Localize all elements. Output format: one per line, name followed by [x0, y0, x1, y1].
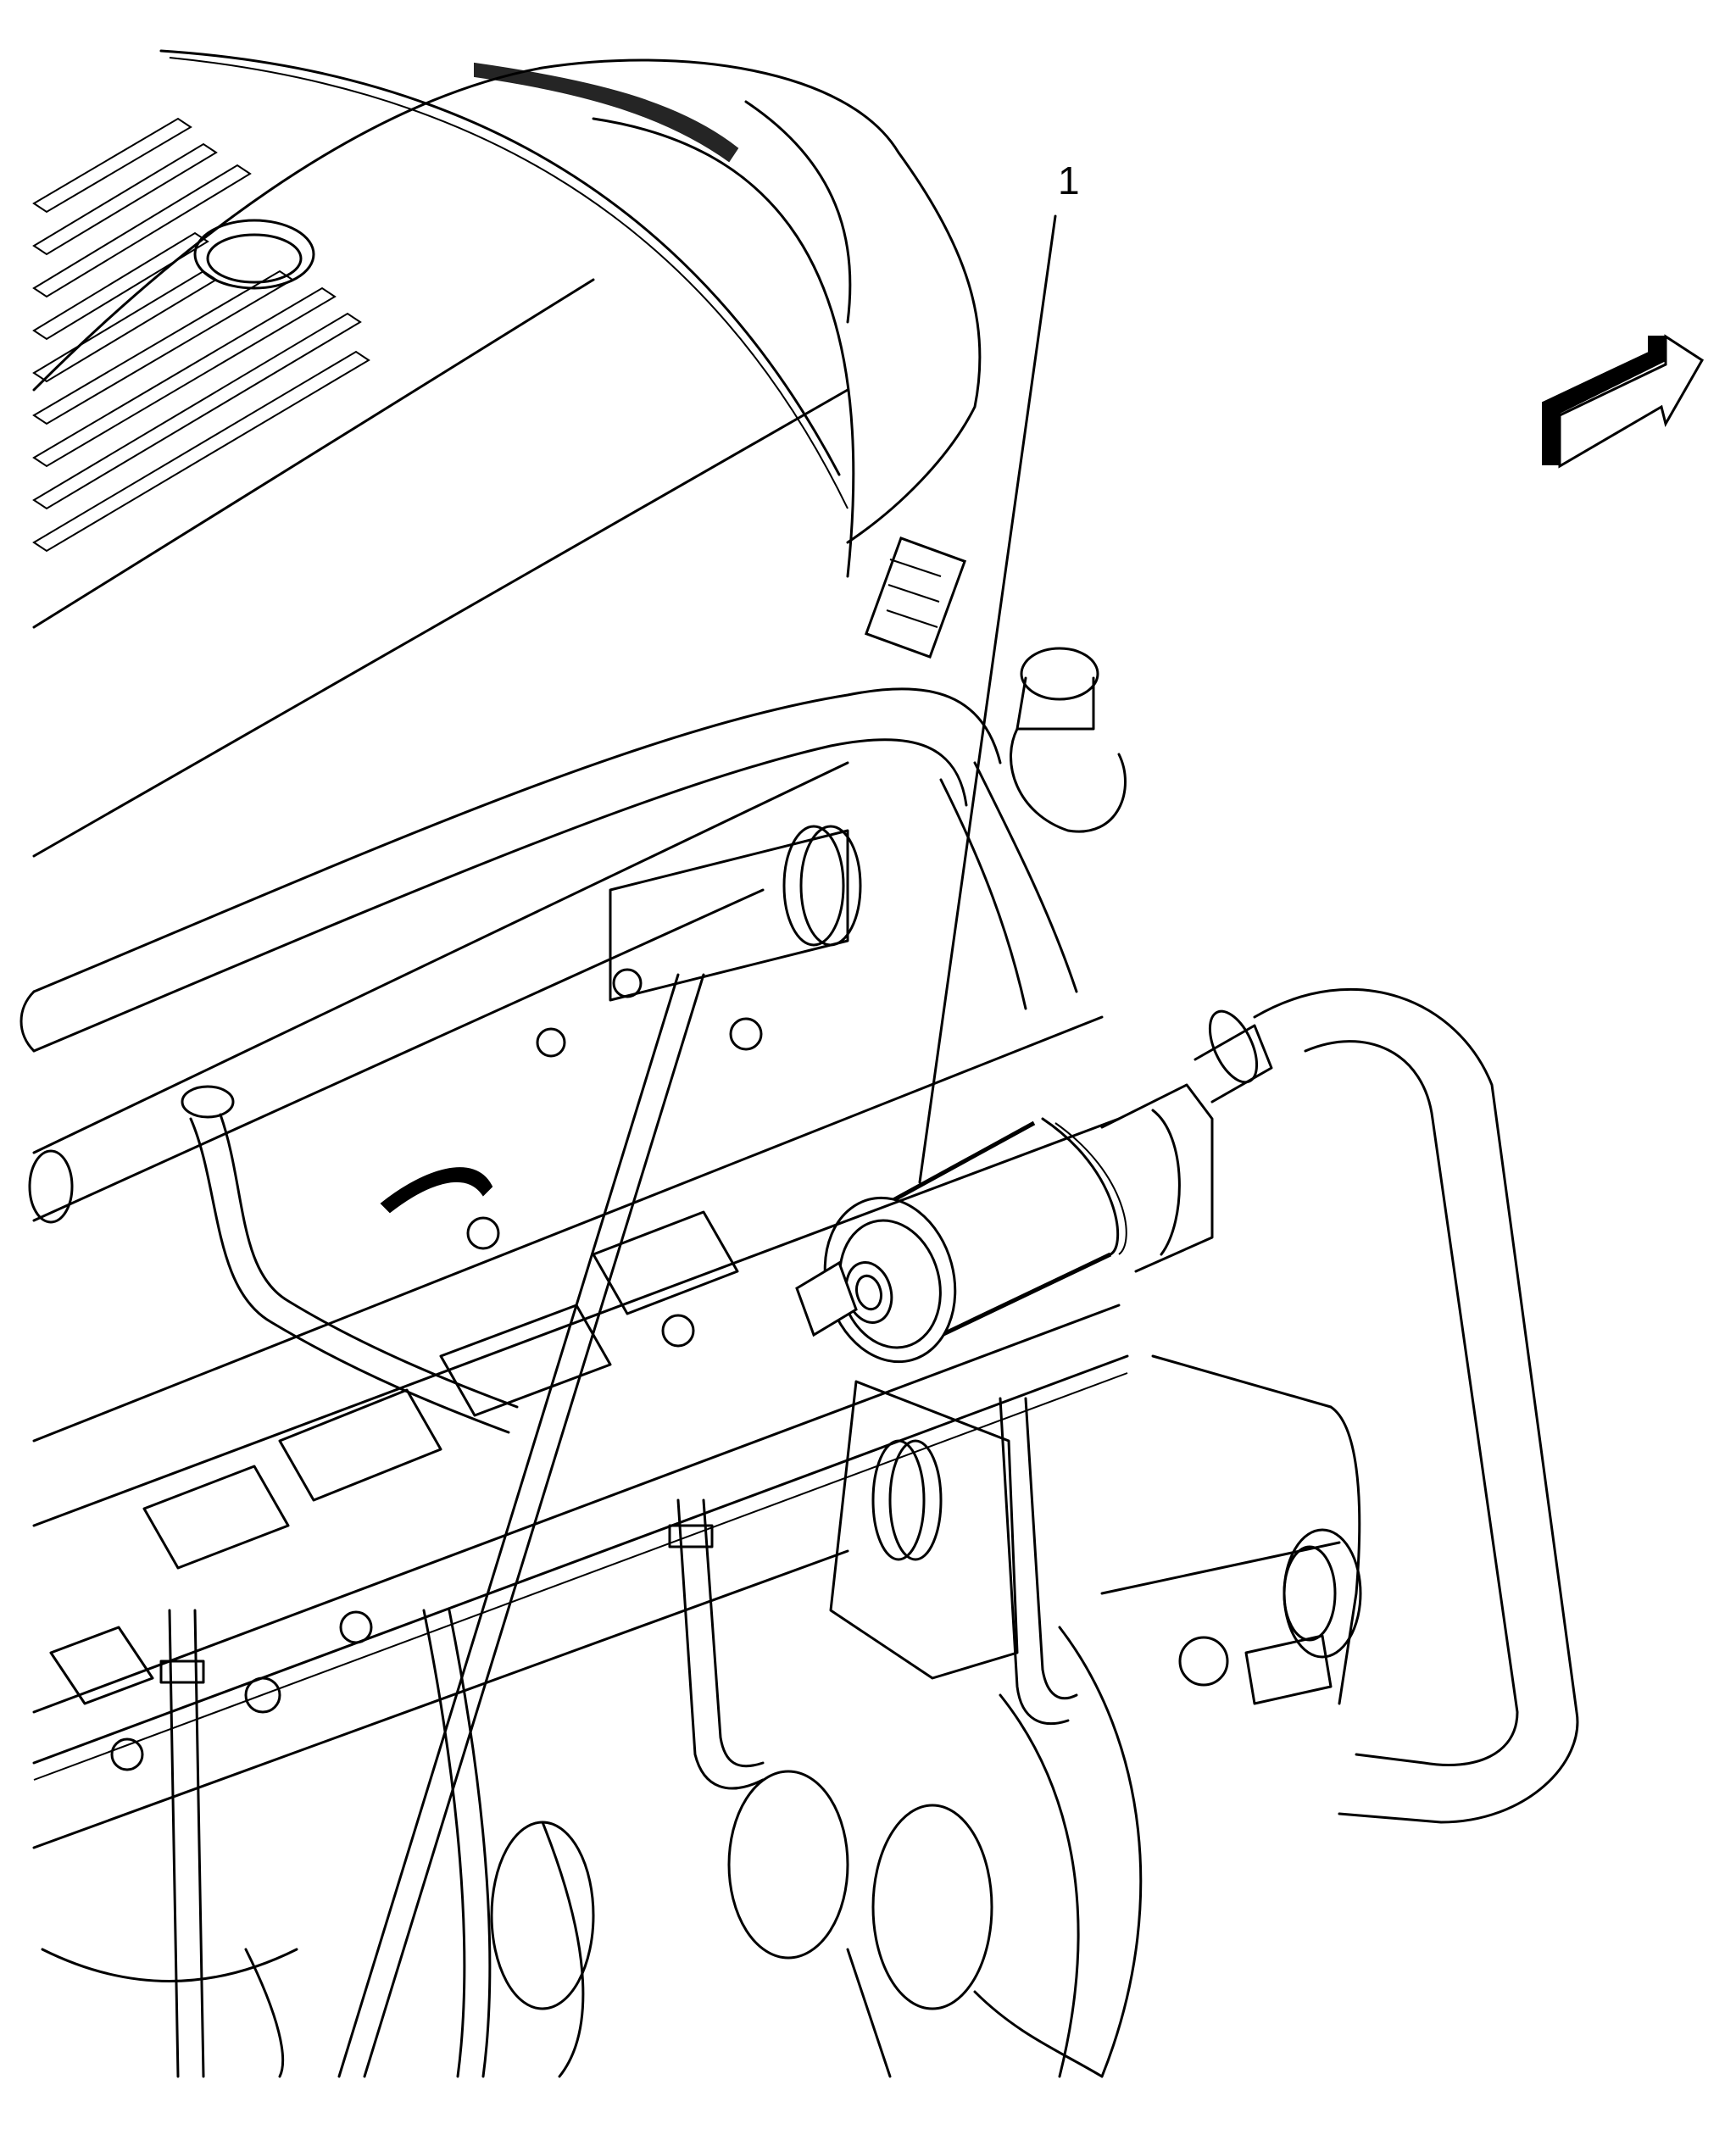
filler-cap: [939, 647, 1127, 1010]
coolant-hose: [1194, 988, 1579, 1824]
sensor-connector: [864, 536, 967, 659]
upper-hose: [19, 687, 1002, 1053]
lower-hose: [28, 761, 849, 1224]
engine-cover: [32, 49, 982, 858]
front-direction-arrow-icon: [1542, 334, 1705, 469]
callout-label-1: 1: [1058, 158, 1080, 203]
lower-engine-detail: [41, 1770, 1104, 2078]
manifold: [999, 1354, 1362, 2078]
spark-plug-wires: [159, 973, 1078, 2078]
callout-1-leader: [918, 214, 1057, 1184]
mount-bracket: [829, 1380, 1019, 1680]
component-1-cylinder: [795, 1083, 1214, 1364]
